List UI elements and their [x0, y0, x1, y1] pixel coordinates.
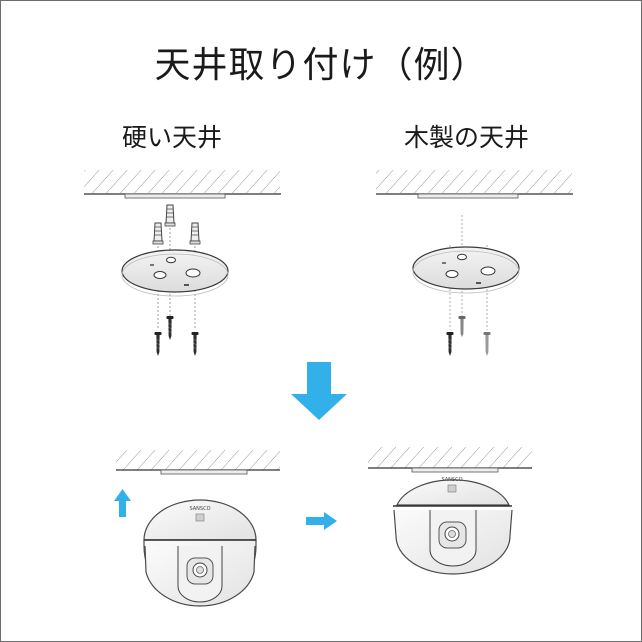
camera-mounted: SANSCO	[368, 447, 532, 575]
ceiling-recess	[124, 193, 226, 199]
ceiling-hatch	[84, 170, 280, 193]
camera-brand-text: SANSCO	[441, 477, 462, 483]
wall-anchor-icon	[189, 222, 201, 245]
mounting-plate	[412, 246, 520, 294]
down-arrow-icon	[291, 362, 347, 420]
mounting-plate	[121, 249, 229, 297]
hard-ceiling-group	[84, 170, 281, 357]
screw-icon	[483, 332, 491, 356]
camera-before-mount: SANSCO	[114, 450, 280, 607]
wall-anchor-icon	[152, 222, 164, 245]
wooden-ceiling-label: 木製の天井	[404, 123, 530, 152]
camera-brand-text: SANSCO	[189, 506, 210, 512]
ceiling-hatch	[116, 450, 280, 470]
screw-icon	[458, 316, 466, 337]
hard-ceiling-label: 硬い天井	[122, 123, 223, 152]
camera-dome: SANSCO	[143, 499, 257, 607]
screw-icon	[166, 315, 174, 341]
diagram-title: 天井取り付け（例）	[154, 45, 488, 86]
wooden-ceiling-group	[376, 170, 573, 357]
mounting-plate	[160, 469, 248, 475]
right-arrow-icon	[306, 512, 337, 530]
ceiling-hatch	[376, 170, 572, 193]
camera-dome: SANSCO	[393, 477, 513, 575]
wall-anchor-icon	[164, 204, 176, 227]
ceiling-recess	[417, 193, 519, 199]
screw-icon	[154, 331, 162, 357]
up-arrow-icon	[114, 489, 131, 517]
screw-icon	[446, 331, 454, 357]
screw-icon	[191, 331, 199, 357]
ceiling-hatch	[368, 447, 532, 468]
mounting-plate	[411, 467, 499, 473]
